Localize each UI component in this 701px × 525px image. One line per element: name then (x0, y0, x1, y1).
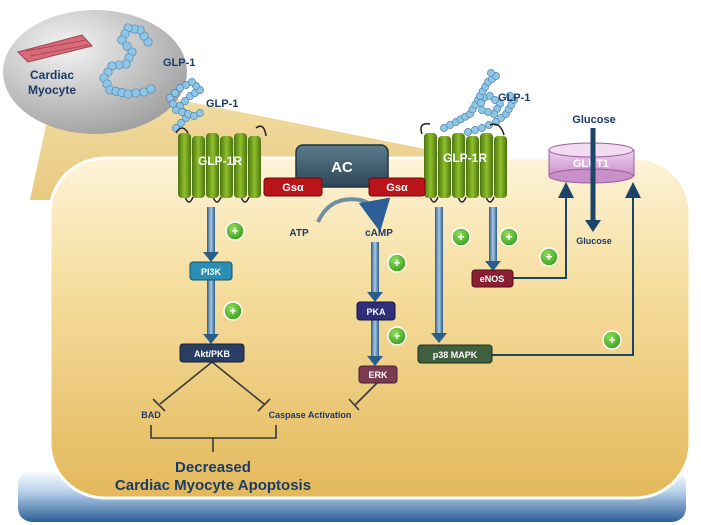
inset-ligand-label: GLP-1 (163, 57, 195, 69)
node-pka: PKA (356, 301, 396, 321)
gs-alpha-left-box (263, 177, 323, 197)
ligand-bead (171, 89, 179, 97)
ligand-bead (471, 126, 479, 134)
ligand-bead (196, 109, 204, 117)
ligand-label-right: GLP-1 (498, 92, 530, 104)
receptor-label-left: GLP-1R (198, 154, 242, 168)
node-erk: ERK (358, 365, 398, 384)
p38-label: p38 MAPK (433, 350, 478, 360)
plus-icon: + (451, 227, 471, 247)
glp1-chain-right-b (464, 92, 518, 136)
camp-label: cAMP (365, 228, 393, 239)
plus-icon: + (539, 247, 559, 267)
glp1-chain-left (166, 78, 204, 132)
ligand-label-left: GLP-1 (206, 98, 238, 110)
ligand-bead (477, 99, 485, 107)
gs-alpha-right-label: Gsα (386, 182, 408, 194)
plus-icon: + (223, 301, 243, 321)
inhibition-lines (152, 361, 379, 412)
svg-text:+: + (505, 230, 512, 244)
svg-text:+: + (545, 250, 552, 264)
ligand-bead (117, 35, 127, 45)
gs-alpha-right-box (368, 177, 426, 197)
receptor-label-right: GLP-1R (443, 151, 487, 165)
ligand-bead (464, 128, 472, 136)
inset-cell-name-line2: Myocyte (28, 83, 76, 97)
ligand-bead (487, 69, 495, 77)
atp-to-camp-arrow (316, 197, 391, 232)
inset-cell-name-line1: Cardiac (30, 68, 74, 82)
outcome-bracket (150, 425, 277, 452)
plus-icon: + (387, 253, 407, 273)
glp1-ligand-chains (99, 23, 518, 136)
ligand-bead (478, 124, 486, 132)
stimulation-markers: + + + + + + + + (223, 221, 622, 350)
adenylyl-cyclase-box (295, 144, 389, 188)
ligand-bead (478, 106, 486, 114)
akt-label: Akt/PKB (194, 349, 231, 359)
svg-text:+: + (393, 329, 400, 343)
erk-label: ERK (368, 370, 388, 380)
ligand-bead (131, 88, 141, 98)
myocyte-fiber-icon (17, 34, 93, 63)
p38-to-glut1-line (492, 182, 641, 356)
ligand-bead (146, 84, 156, 94)
glp1-chain-right-a (440, 69, 504, 132)
glucose-arrow-head (585, 220, 601, 232)
node-pi3k: PI3K (189, 261, 233, 281)
plus-icon: + (499, 227, 519, 247)
node-p38: p38 MAPK (417, 344, 493, 364)
glp1r-receptor-right (420, 122, 507, 203)
enos-label: eNOS (480, 274, 505, 284)
ligand-bead (123, 89, 133, 99)
plus-icon: + (602, 330, 622, 350)
gs-alpha-left-label: Gsα (282, 182, 304, 194)
ligand-bead (177, 119, 185, 127)
ligand-bead (176, 84, 184, 92)
svg-text:+: + (457, 230, 464, 244)
inset-oval (3, 10, 187, 134)
ac-label: AC (331, 159, 353, 176)
svg-text:+: + (231, 224, 238, 238)
node-akt: Akt/PKB (179, 343, 245, 363)
node-enos: eNOS (471, 269, 514, 288)
outcome-line1: Decreased (175, 459, 251, 476)
pka-label: PKA (366, 307, 386, 317)
glucose-intracellular-label: Glucose (576, 236, 612, 246)
svg-text:+: + (229, 304, 236, 318)
bad-label: BAD (141, 410, 161, 420)
pi3k-label: PI3K (201, 267, 222, 277)
pathway-arrows (203, 207, 501, 366)
enos-to-glut1-line (513, 182, 574, 279)
glucose-extracellular-label: Glucose (572, 114, 615, 126)
inset-glp1-chain (99, 23, 156, 99)
plus-icon: + (225, 221, 245, 241)
ligand-bead (181, 97, 189, 105)
outcome-line2: Cardiac Myocyte Apoptosis (115, 477, 311, 494)
atp-label: ATP (289, 228, 309, 239)
ligand-bead (506, 92, 514, 100)
svg-text:+: + (393, 256, 400, 270)
caspase-label: Caspase Activation (269, 410, 352, 420)
ligand-bead (122, 41, 132, 51)
svg-text:+: + (608, 333, 615, 347)
glp1r-receptor-left (175, 125, 267, 203)
plus-icon: + (387, 326, 407, 346)
